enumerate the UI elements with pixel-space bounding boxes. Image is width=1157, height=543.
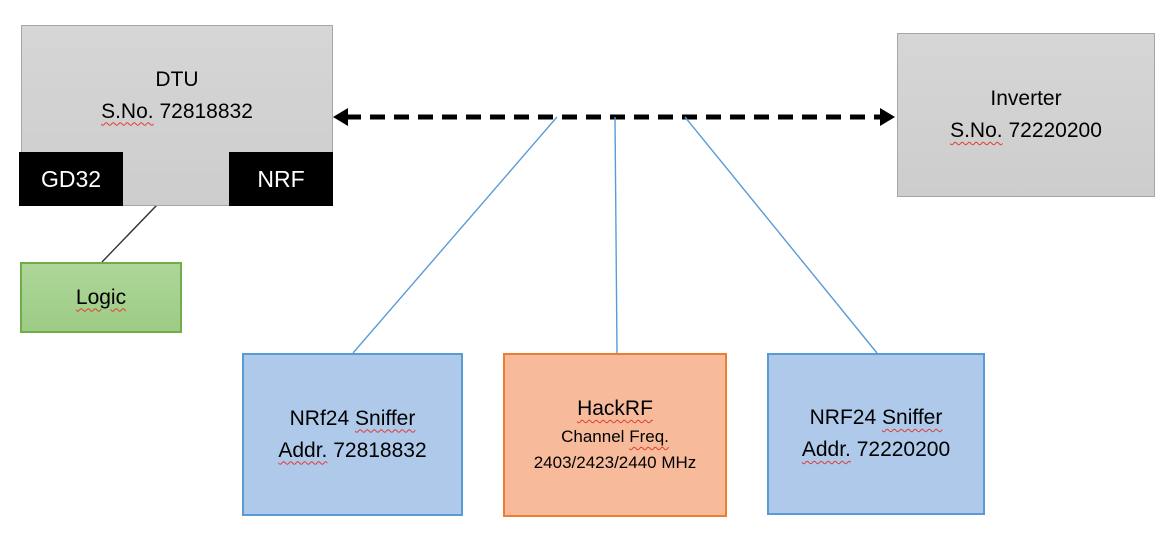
dtu-title: DTU <box>155 67 199 91</box>
dtu-sno-label: S.No. <box>101 99 154 123</box>
link-hackrf <box>614 116 618 354</box>
sniffer-left-addr-line: Addr. 72818832 <box>278 435 426 467</box>
sniffer-left-word: Sniffer <box>355 406 416 430</box>
inverter-serial-number: 72220200 <box>1008 119 1102 142</box>
dtu-serial-line: S.No. 72818832 <box>101 96 253 128</box>
sniffer-left-name-line: NRf24 Sniffer <box>290 403 416 435</box>
sniffer-left-address: 72818832 <box>333 438 427 462</box>
sniffer-right-addr-line: Addr. 72220200 <box>802 434 950 466</box>
hackrf-channel-line: Channel Freq. <box>561 424 669 450</box>
sniffer-left-addr-label: Addr. <box>278 438 328 462</box>
nrf-chip: NRF <box>229 152 333 206</box>
sniffer-right-box: NRF24 Sniffer Addr. 72220200 <box>767 353 985 515</box>
gd32-label: GD32 <box>40 165 102 192</box>
hackrf-frequencies: 2403/2423/2440 MHz <box>533 453 697 472</box>
nrf-label: NRF <box>257 165 305 192</box>
inverter-box: Inverter S.No. 72220200 <box>897 33 1155 197</box>
gd32-chip: GD32 <box>19 152 123 206</box>
dtu-serial-number: 72818832 <box>159 99 253 123</box>
hackrf-channel-word: Channel <box>561 427 625 446</box>
inverter-serial-line: S.No. 72220200 <box>950 115 1102 147</box>
sniffer-right-prefix: NRF24 <box>809 406 877 429</box>
dtu-inverter-dashed-arrow <box>333 108 895 126</box>
hackrf-box: HackRF Channel Freq. 2403/2423/2440 MHz <box>503 353 727 517</box>
link-sniffer-right <box>684 116 878 354</box>
sniffer-left-prefix: NRf24 <box>289 406 350 430</box>
hackrf-title: HackRF <box>577 397 653 420</box>
sniffer-left-box: NRf24 Sniffer Addr. 72818832 <box>242 353 463 516</box>
inverter-sno-label: S.No. <box>950 119 1003 142</box>
logic-box: Logic <box>20 262 182 333</box>
sniffer-right-word: Sniffer <box>882 406 943 429</box>
inverter-title: Inverter <box>990 87 1062 110</box>
sniffer-right-name-line: NRF24 Sniffer <box>810 402 943 434</box>
link-sniffer-left <box>352 116 558 354</box>
sniffer-right-addr-label: Addr. <box>801 438 851 461</box>
hackrf-freq-word: Freq. <box>629 427 669 446</box>
sniffer-right-address: 72220200 <box>856 438 951 461</box>
logic-label: Logic <box>75 285 127 309</box>
